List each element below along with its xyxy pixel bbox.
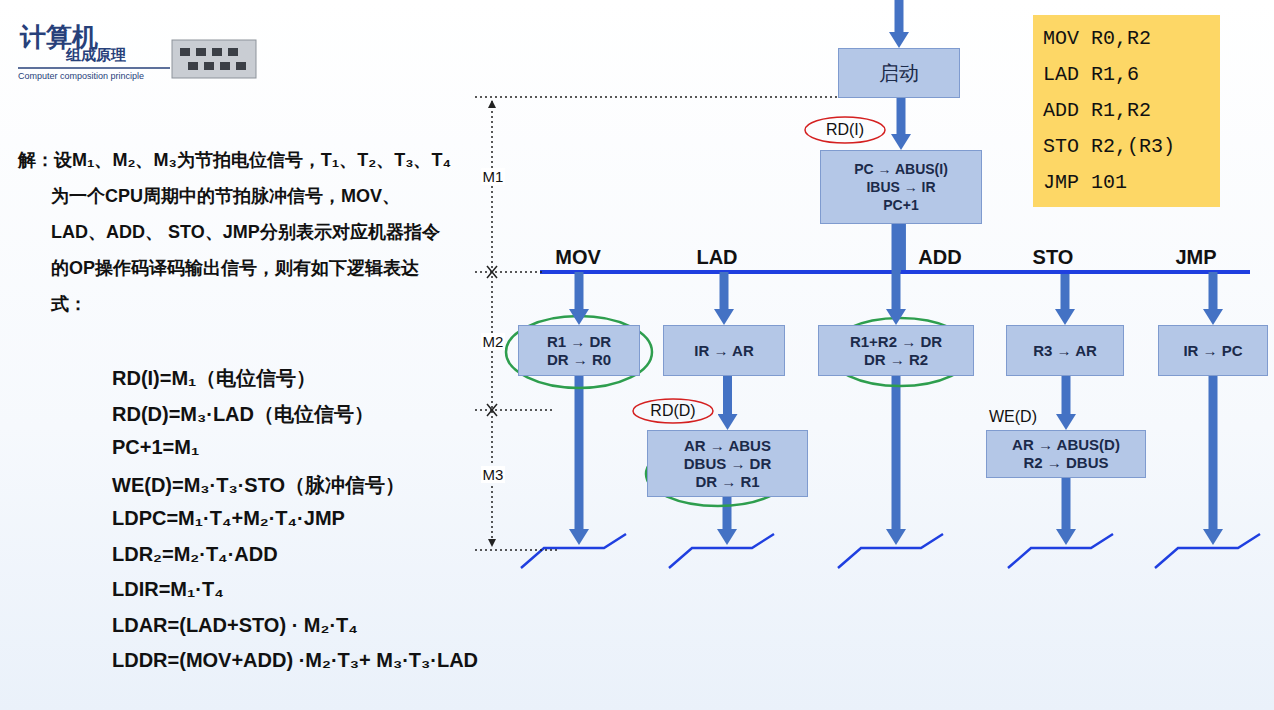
program-listing: MOV R0,R2LAD R1,6ADD R1,R2STO R2,(R3) JMP… — [1033, 15, 1220, 207]
connector — [901, 224, 1213, 313]
logic-equation: LDR₂=M₂·T₄·ADD — [112, 543, 278, 566]
connector-segment — [901, 270, 1213, 274]
cycle-label: M3 — [481, 466, 506, 483]
control-signal: RD(I) — [826, 121, 864, 139]
connector-segment — [892, 224, 901, 313]
connector-segment — [1062, 376, 1071, 418]
connector-segment — [720, 272, 729, 313]
callout-ellipses — [506, 117, 972, 506]
box-text: DR → R0 — [547, 351, 611, 369]
logic-equation: RD(D)=M₃·LAD（电位信号） — [112, 401, 374, 428]
connector — [1066, 376, 1067, 418]
connector-segment — [897, 224, 906, 272]
code-line: LAD R1,6 — [1043, 63, 1139, 87]
logic-equation: LDAR=(LAD+STO) · M₂·T₄ — [112, 614, 358, 637]
explanation-text: 解：设M₁、M₂、M₃为节拍电位信号，T₁、T₂、T₃、T₄ 为一个CPU周期中… — [18, 142, 453, 322]
opcode-label: LAD — [696, 246, 737, 269]
connector-segment — [575, 272, 584, 313]
box-text: IR → PC — [1183, 342, 1242, 360]
connector-segment — [897, 224, 906, 272]
connector — [896, 224, 897, 313]
box-text: PC → ABUS(I) — [854, 160, 948, 178]
timing-guides — [475, 97, 838, 550]
code-line: MOV R0,R2 — [1043, 27, 1151, 51]
box-text: R3 → AR — [1033, 342, 1097, 360]
connector-segment — [1061, 272, 1070, 313]
cycle-label: M1 — [481, 168, 506, 185]
box-text: IBUS → IR — [866, 178, 935, 196]
code-line: JMP 101 — [1043, 171, 1127, 195]
micro-op-box: AR → ABUS(D)R2 → DBUS — [986, 430, 1146, 478]
code-line: ADD R1,R2 — [1043, 99, 1151, 123]
micro-op-box: R1 → DRDR → R0 — [518, 325, 640, 376]
connector — [724, 224, 901, 313]
logo-chip — [172, 40, 256, 78]
connector-segment — [897, 98, 906, 138]
connector-segment — [897, 224, 906, 272]
logic-equation: RD(I)=M₁（电位信号） — [112, 365, 316, 392]
box-text: 启动 — [879, 61, 919, 85]
end-marks — [521, 534, 1260, 568]
opcode-label: MOV — [555, 246, 601, 269]
fetch-box: PC → ABUS(I)IBUS → IRPC+1 — [820, 150, 982, 224]
box-text: AR → ABUS — [684, 437, 771, 455]
logic-equation: WE(D)=M₃·T₃·STO（脉冲信号） — [112, 472, 405, 499]
start-box: 启动 — [838, 48, 960, 98]
box-text: DR → R2 — [864, 351, 928, 369]
logic-equation: LDIR=M₁·T₄ — [112, 578, 224, 601]
micro-op-box: IR → PC — [1158, 325, 1268, 376]
box-text: IR → AR — [694, 342, 753, 360]
box-text: PC+1 — [883, 196, 918, 214]
connector — [727, 376, 728, 418]
micro-op-box: R3 → AR — [1006, 325, 1124, 376]
logic-equation: LDDR=(MOV+ADD) ·M₂·T₃+ M₃·T₃·LAD — [112, 649, 478, 672]
connector — [901, 98, 902, 138]
code-line: STO R2,(R3) — [1043, 135, 1175, 159]
connector — [901, 224, 1065, 313]
box-text: R2 → DBUS — [1023, 454, 1108, 472]
logic-equation: PC+1=M₁ — [112, 436, 199, 459]
box-text: R1+R2 → DR — [850, 333, 942, 351]
box-text: DR → R1 — [695, 473, 759, 491]
micro-op-box: IR → AR — [663, 325, 785, 376]
entry-arrow — [895, 0, 904, 36]
connector — [579, 224, 901, 313]
exit-arrows — [579, 350, 1213, 533]
logic-equation: LDPC=M₁·T₄+M₂·T₄·JMP — [112, 507, 345, 530]
box-text: R1 → DR — [547, 333, 611, 351]
micro-op-box: AR → ABUSDBUS → DRDR → R1 — [647, 430, 808, 497]
box-text: DBUS → DR — [684, 455, 772, 473]
logo-chip-pins — [180, 48, 246, 70]
cycle-label: M2 — [481, 333, 506, 350]
opcode-label: STO — [1033, 246, 1074, 269]
box-text: AR → ABUS(D) — [1012, 436, 1120, 454]
logo-subtitle: 组成原理 — [66, 46, 126, 65]
control-signal: WE(D) — [989, 408, 1037, 426]
opcode-label: ADD — [918, 246, 961, 269]
opcode-label: JMP — [1175, 246, 1216, 269]
connector-segment — [579, 270, 901, 274]
connector-segment — [897, 224, 906, 272]
logo-english: Computer composition principle — [18, 71, 144, 81]
connector-segment — [724, 270, 901, 274]
micro-op-box: R1+R2 → DRDR → R2 — [818, 325, 974, 376]
logo-rule — [18, 67, 170, 69]
connector-segment — [1209, 272, 1218, 313]
control-signal: RD(D) — [650, 402, 695, 420]
connector-segment — [723, 376, 732, 418]
